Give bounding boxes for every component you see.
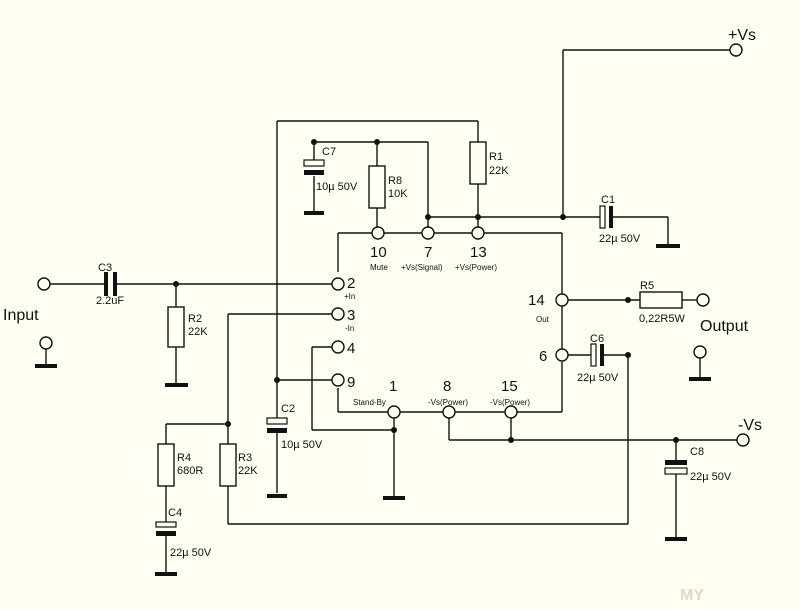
ic-pins [331,226,569,419]
r4-name: R4 [177,452,191,464]
c7-name: C7 [322,146,336,158]
pin-7-function: +Vs(Signal) [401,263,443,272]
pin-3-number: 3 [347,307,355,324]
c6-value: 22µ 50V [577,372,619,384]
c2-name: C2 [281,403,295,415]
capacitor-c6 [590,343,604,367]
vs-plus-label: +Vs [728,27,756,44]
capacitor-c4 [155,521,177,536]
pin-1-number: 1 [389,378,397,395]
pin-10-number: 10 [370,244,387,261]
r2-name: R2 [188,313,202,325]
c4-value: 22µ 50V [170,547,212,559]
r2-value: 22K [188,326,208,338]
pin-8-function: -Vs(Power) [428,398,468,407]
pin-14-number: 14 [528,292,545,309]
pin-3-function: -In [345,324,354,333]
ground-symbols [35,211,711,576]
r3-value: 22K [238,465,258,477]
vs-minus-terminal [736,433,750,447]
resistor-r4 [157,443,175,487]
pin-2-function: +In [344,292,355,301]
junction-dots [173,139,679,443]
capacitor-c7 [303,159,325,175]
wires [45,49,737,572]
pin-13-number: 13 [470,244,487,261]
r1-value: 22K [489,165,509,177]
watermark: MY [680,587,704,604]
c4-name: C4 [168,507,182,519]
capacitor-c2 [266,417,288,433]
vs-plus-terminal [729,43,743,57]
resistor-r8 [368,165,386,209]
input-label: Input [3,307,39,324]
input-terminal [37,277,51,291]
pin-1-function: Stand-By [353,398,386,407]
c8-value: 22µ 50V [690,471,732,483]
c3-name: C3 [98,262,112,274]
c1-value: 22µ 50V [599,233,641,245]
vs-minus-label: -Vs [738,417,762,434]
pin-8-number: 8 [443,378,451,395]
capacitor-c8 [664,460,688,475]
capacitor-c3 [104,272,117,296]
pin-10-function: Mute [370,263,388,272]
r4-value: 680R [177,465,203,477]
output-label: Output [700,318,749,335]
pin-15-function: -Vs(Power) [490,398,530,407]
c6-name: C6 [590,333,604,345]
pin-15-number: 15 [501,378,518,395]
r8-name: R8 [388,175,402,187]
pin-9-number: 9 [347,374,355,391]
c1-name: C1 [601,194,615,206]
resistor-r5 [639,291,683,309]
resistor-r1 [469,141,487,185]
r8-value: 10K [388,188,408,200]
capacitor-c1 [599,205,613,229]
c7-value: 10µ 50V [316,181,358,193]
input-ground-terminal [39,336,53,350]
c3-value: 2.2uF [96,295,124,307]
resistor-r2 [167,306,185,348]
c8-name: C8 [690,446,704,458]
resistor-r3 [219,443,237,487]
r5-name: R5 [640,280,654,292]
pin-13-function: +Vs(Power) [455,263,497,272]
pin-6-number: 6 [539,348,547,365]
r5-value: 0,22R5W [639,313,685,325]
pin-2-number: 2 [347,275,355,292]
c2-value: 10µ 50V [281,439,323,451]
output-terminal [696,293,710,307]
output-ground-terminal [693,345,707,359]
r3-name: R3 [238,452,252,464]
pin-14-function: Out [536,315,550,324]
pin-7-number: 7 [424,244,432,261]
r1-name: R1 [489,151,503,163]
pin-4-number: 4 [347,340,355,357]
ic-body [337,232,563,413]
